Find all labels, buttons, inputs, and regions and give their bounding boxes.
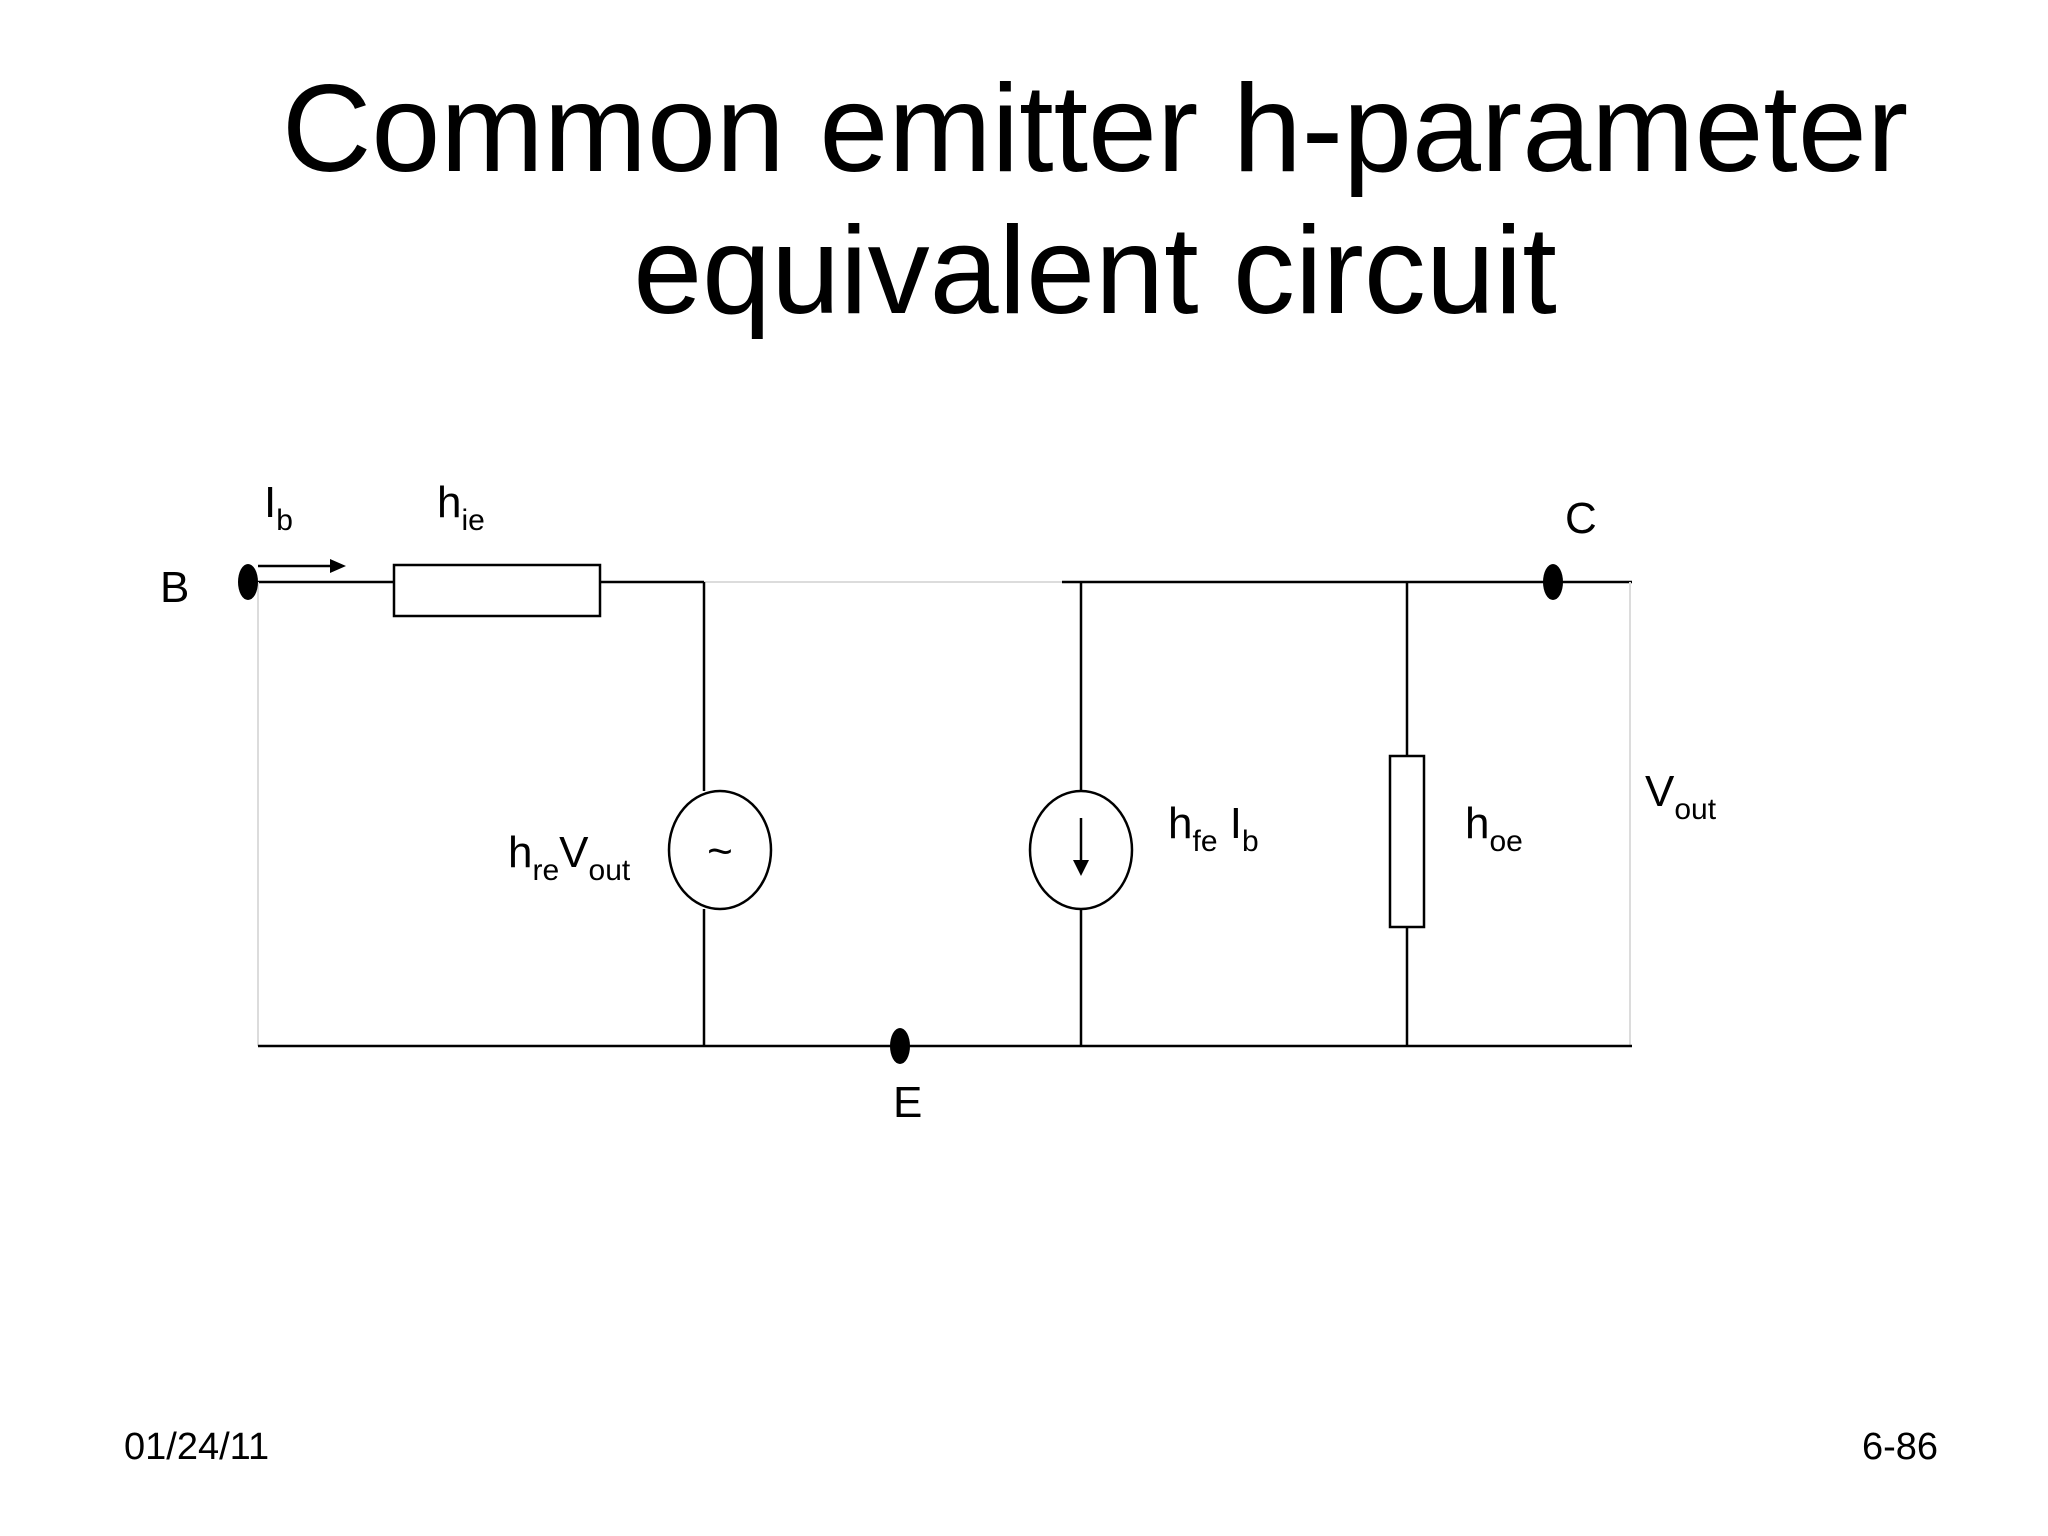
collector-terminal-dot <box>1543 564 1563 600</box>
slide-number: 6-86 <box>1861 1426 1938 1468</box>
hoe-resistor <box>1388 754 1426 929</box>
hie-label: hie <box>437 478 485 537</box>
hoe-label: hoe <box>1465 799 1523 858</box>
current-direction-arrowhead <box>1073 860 1089 876</box>
ib-label: Ib <box>264 478 293 537</box>
slide-date: 01/24/11 <box>124 1426 270 1468</box>
hre-vout-label: hreVout <box>508 828 631 887</box>
collector-label: C <box>1565 494 1597 543</box>
ac-symbol: ~ <box>707 827 733 876</box>
hfe-ib-label: hfe Ib <box>1168 799 1259 858</box>
base-label: B <box>160 563 189 612</box>
base-terminal-dot <box>238 564 258 600</box>
emitter-label: E <box>893 1078 922 1127</box>
slide-title: Common emitter h-parameter equivalent ci… <box>0 58 2048 342</box>
voltage-source-circle <box>667 789 773 911</box>
ib-arrow-head <box>330 559 346 573</box>
emitter-terminal-dot <box>890 1028 910 1064</box>
title-line-1: Common emitter h-parameter <box>281 60 1909 198</box>
title-line-2: equivalent circuit <box>633 202 1557 340</box>
hie-resistor <box>392 563 602 618</box>
vout-label: Vout <box>1645 767 1717 826</box>
